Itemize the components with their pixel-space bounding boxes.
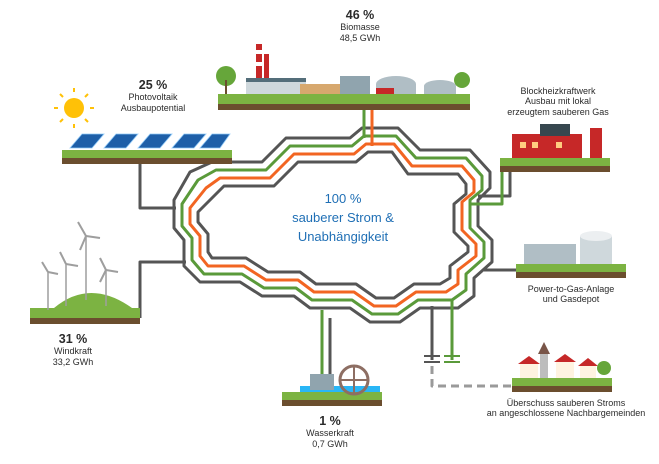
center-caption: 100 % sauberer Strom & Unabhängigkeit [258,190,428,247]
hydro-label: 1 % Wasserkraft 0,7 GWh [290,414,370,449]
connector-chp-green [470,168,504,206]
biomass-value: 48,5 GWh [339,32,381,43]
chp-line2: Ausbau mit lokal [524,96,592,107]
p2g-line1: Power-to-Gas-Anlage [527,284,615,294]
hydro-name: Wasserkraft [306,428,354,439]
grid-line-green [180,134,486,316]
chp-plant-illustration [512,124,602,158]
grid-line-dark-inner [196,150,470,300]
wind-name: Windkraft [53,346,92,357]
village-illustration [518,342,611,378]
pv-percent: 25 % [138,78,168,92]
connector-chp [478,168,512,198]
connector-pv [138,160,176,210]
p2g-line2: und Gasdepot [542,294,600,305]
biomass-label: 46 % Biomasse 48,5 GWh [310,8,410,43]
water-wheel-illustration [300,364,380,396]
surplus-dashed-line [430,366,512,388]
p2g-label: Power-to-Gas-Anlage und Gasdepot [506,284,636,305]
sun-icon [54,88,94,128]
center-line2: sauberer Strom & [292,209,394,225]
surplus-line1: Überschuss sauberen Stroms [506,398,626,408]
wind-percent: 31 % [58,332,88,346]
wind-value: 33,2 GWh [52,356,94,367]
switch-symbols [424,355,460,363]
biomass-percent: 46 % [345,8,375,22]
grid-lines [138,104,522,392]
chp-line3: erzeugtem sauberen Gas [507,106,609,117]
center-line3: Unabhängigkeit [297,228,389,244]
hydro-value: 0,7 GWh [312,438,348,449]
hydro-percent: 1 % [319,414,341,428]
biomass-name: Biomasse [340,22,380,33]
pv-label: 25 % Photovoltaik Ausbaupotential [98,78,208,113]
chp-line1: Blockheizkraftwerk [520,86,596,96]
pv-detail: Ausbaupotential [120,102,186,113]
center-percent: 100 % [324,191,362,206]
biomass-plant-illustration [216,44,470,94]
wind-label: 31 % Windkraft 33,2 GWh [28,332,118,367]
p2g-plant-illustration [524,231,612,264]
wind-turbines-illustration [41,221,132,310]
platforms [30,94,626,406]
surplus-label: Überschuss sauberen Stroms an angeschlos… [478,398,654,419]
grid-line-dark-outer [172,126,494,324]
surplus-line2: an angeschlossene Nachbargemeinden [486,408,646,419]
connector-wind [138,260,186,318]
solar-panels-illustration [69,133,231,149]
pv-name: Photovoltaik [128,92,178,103]
chp-label: Blockheizkraftwerk Ausbau mit lokal erze… [488,86,628,117]
